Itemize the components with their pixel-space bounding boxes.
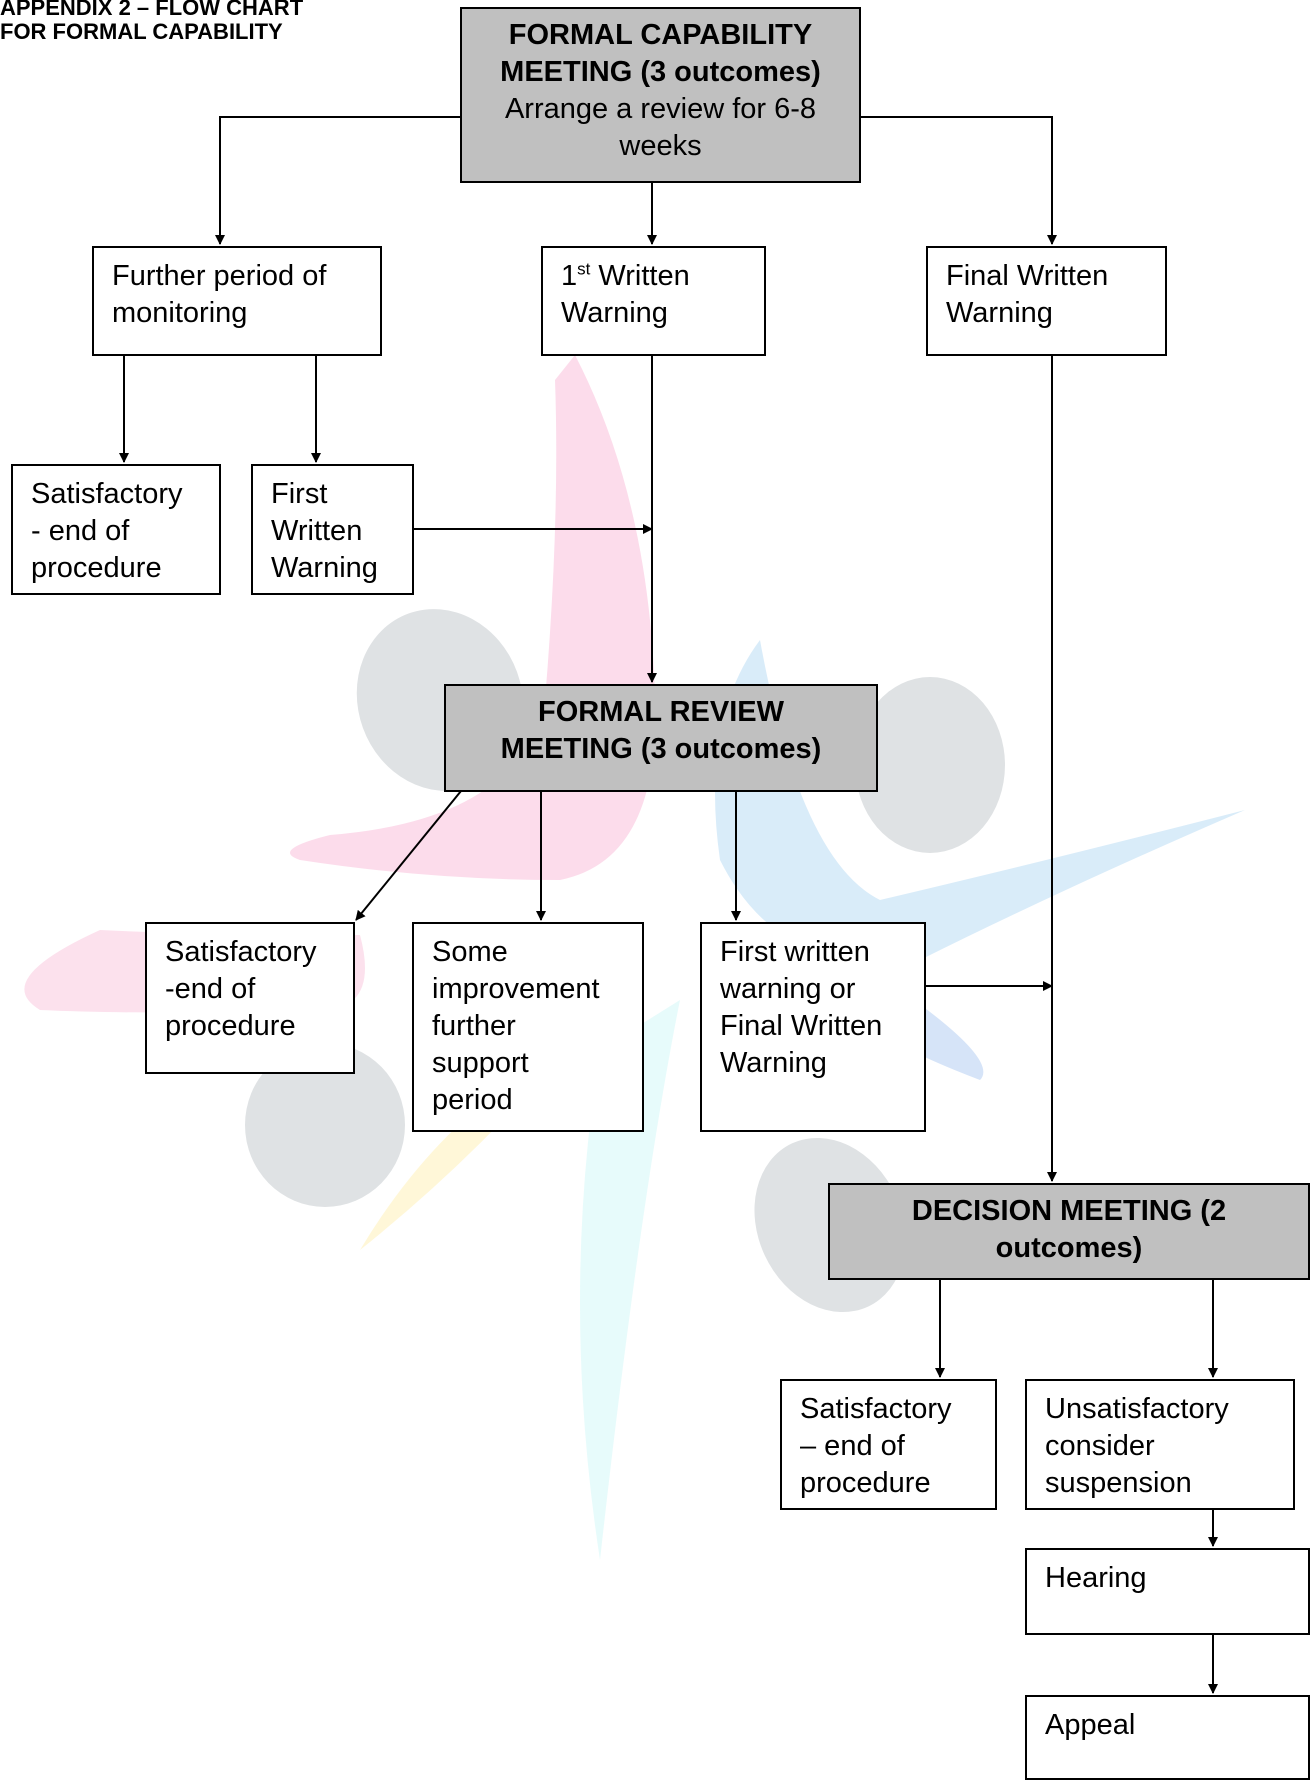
some-improvement-line-2: improvement [432, 973, 600, 1005]
satisfactory-1-line-3: procedure [31, 552, 162, 584]
connector-to-further-monitoring [215, 116, 460, 245]
hearing-box: Hearing [1025, 1548, 1310, 1635]
satisfactory-end-box-3: Satisfactory – end of procedure [780, 1379, 997, 1510]
first-or-final-line-4: Warning [720, 1047, 827, 1079]
ordinal-suffix: st [577, 259, 591, 279]
unsatisfactory-line-3: suspension [1045, 1467, 1192, 1499]
connector-to-satisfactory-2 [355, 790, 462, 921]
satisfactory-1-line-1: Satisfactory [31, 478, 183, 510]
first-written-2-line-3: Warning [271, 552, 378, 584]
formal-review-line-2: MEETING (3 outcomes) [500, 733, 822, 765]
satisfactory-2-line-3: procedure [165, 1010, 296, 1042]
first-or-final-line-3: Final Written [720, 1010, 883, 1042]
formal-capability-title-2: MEETING (3 outcomes) [500, 56, 821, 88]
satisfactory-2-line-1: Satisfactory [165, 936, 317, 968]
final-written-warning-box: Final Written Warning [926, 246, 1167, 356]
heading-line-1: APPENDIX 2 – FLOW CHART [0, 0, 304, 20]
hearing-label: Hearing [1045, 1562, 1147, 1594]
decision-meeting-line-1: DECISION MEETING (2 [911, 1195, 1227, 1227]
some-improvement-line-4: support [432, 1047, 529, 1079]
first-written-warning-box: 1st Written Warning [541, 246, 766, 356]
first-written-2-line-2: Written [271, 515, 363, 547]
formal-review-line-1: FORMAL REVIEW [538, 696, 784, 728]
final-written-warning-line-1: Final Written [946, 260, 1109, 292]
appeal-label: Appeal [1045, 1709, 1136, 1741]
formal-capability-title-1: FORMAL CAPABILITY [508, 19, 813, 51]
further-monitoring-box: Further period of monitoring [92, 246, 382, 356]
first-written-warning-box-2: First Written Warning [251, 464, 414, 595]
satisfactory-3-line-2: – end of [800, 1430, 905, 1462]
page-heading: APPENDIX 2 – FLOW CHART FOR FORMAL CAPAB… [0, 0, 303, 44]
satisfactory-1-line-2: - end of [31, 515, 130, 547]
some-improvement-line-3: further [432, 1010, 516, 1042]
satisfactory-3-line-3: procedure [800, 1467, 931, 1499]
some-improvement-line-5: period [432, 1084, 513, 1116]
first-written-warning-line-2: Warning [561, 297, 668, 329]
first-written-warning-rest: Written [590, 260, 690, 292]
unsatisfactory-box: Unsatisfactory consider suspension [1025, 1379, 1295, 1510]
satisfactory-2-line-2: -end of [165, 973, 256, 1005]
connector-to-final-written-warning [860, 116, 1057, 245]
heading-line-2: FOR FORMAL CAPABILITY [0, 19, 283, 44]
first-written-warning-line-1: 1st Written [561, 258, 746, 295]
decision-meeting-box: DECISION MEETING (2 outcomes) [828, 1183, 1310, 1280]
formal-capability-line-1: Arrange a review for 6-8 [504, 93, 817, 125]
ordinal-number: 1 [561, 260, 578, 292]
first-or-final-warning-box: First written warning or Final Written W… [700, 922, 926, 1132]
further-monitoring-line-2: monitoring [112, 297, 248, 329]
satisfactory-end-box-1: Satisfactory - end of procedure [11, 464, 221, 595]
first-or-final-line-2: warning or [720, 973, 856, 1005]
appeal-box: Appeal [1025, 1695, 1310, 1780]
first-written-2-line-1: First [271, 478, 328, 510]
unsatisfactory-line-2: consider [1045, 1430, 1155, 1462]
some-improvement-box: Some improvement further support period [412, 922, 644, 1132]
satisfactory-3-line-1: Satisfactory [800, 1393, 952, 1425]
first-or-final-line-1: First written [720, 936, 870, 968]
formal-capability-line-2: weeks [619, 130, 702, 162]
some-improvement-line-1: Some [432, 936, 508, 968]
satisfactory-end-box-2: Satisfactory -end of procedure [145, 922, 355, 1074]
unsatisfactory-line-1: Unsatisfactory [1045, 1393, 1229, 1425]
final-written-warning-line-2: Warning [946, 297, 1053, 329]
decision-meeting-line-2: outcomes) [995, 1232, 1143, 1264]
formal-capability-meeting-box: FORMAL CAPABILITY MEETING (3 outcomes) A… [460, 7, 861, 183]
further-monitoring-line-1: Further period of [112, 260, 327, 292]
formal-review-meeting-box: FORMAL REVIEW MEETING (3 outcomes) [444, 684, 878, 792]
